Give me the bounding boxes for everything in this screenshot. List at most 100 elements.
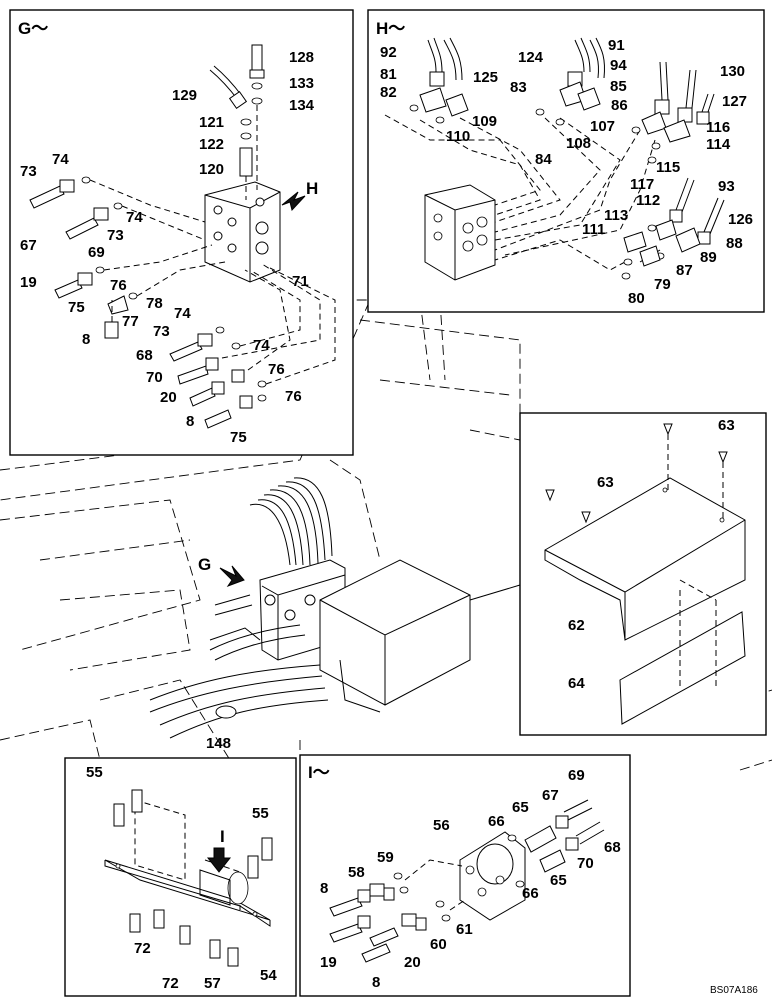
arrow-label-g: G xyxy=(198,555,211,574)
callout-label: 148 xyxy=(206,735,231,752)
callout-label: 19 xyxy=(20,274,37,291)
callout-label: 81 xyxy=(380,66,397,83)
callout-label: 111 xyxy=(582,221,605,238)
callout-label: 80 xyxy=(628,290,645,307)
panel-g-title: G～ xyxy=(18,19,48,38)
callout-label: 84 xyxy=(535,151,552,168)
callout-label: 75 xyxy=(230,429,247,446)
callout-label: 130 xyxy=(720,63,745,80)
callouts-base: 148 55 55 72 72 57 54 xyxy=(86,735,277,992)
callout-label: 115 xyxy=(656,159,680,176)
callout-label: 89 xyxy=(700,249,717,266)
callout-label: 91 xyxy=(608,37,625,54)
panel-h: H～ xyxy=(367,9,765,313)
callout-label: 61 xyxy=(456,921,473,938)
callout-label: 57 xyxy=(204,975,221,992)
callout-label: 117 xyxy=(630,176,654,193)
callout-label: 67 xyxy=(20,237,37,254)
callout-label: 58 xyxy=(348,864,365,881)
callout-label: 56 xyxy=(433,817,450,834)
callout-label: 60 xyxy=(430,936,447,953)
callout-label: 72 xyxy=(134,940,151,957)
callout-label: 19 xyxy=(320,954,337,971)
callout-label: 88 xyxy=(726,235,743,252)
callout-label: 74 xyxy=(126,209,143,226)
callout-label: 92 xyxy=(380,44,397,61)
callout-label: 73 xyxy=(153,323,170,340)
direction-arrow-icon xyxy=(219,565,245,588)
callout-label: 78 xyxy=(146,295,163,312)
main-assembly xyxy=(149,477,521,739)
callout-label: 67 xyxy=(542,787,559,804)
callout-label: 126 xyxy=(728,211,753,228)
callout-label: 54 xyxy=(260,967,277,984)
panel-i: I～ xyxy=(299,754,631,997)
callout-label: 124 xyxy=(518,49,544,66)
direction-arrow-icon xyxy=(206,847,232,873)
callout-label: 8 xyxy=(186,413,194,430)
callout-label: 55 xyxy=(86,764,103,781)
callout-label: 82 xyxy=(380,84,397,101)
callout-label: 116 xyxy=(706,119,730,136)
callout-label: 8 xyxy=(82,331,90,348)
panel-base xyxy=(64,757,297,997)
callout-label: 120 xyxy=(199,161,224,178)
callout-label: 74 xyxy=(253,337,270,354)
callout-label: 112 xyxy=(636,192,660,209)
callout-label: 62 xyxy=(568,617,585,634)
callout-label: 76 xyxy=(110,277,127,294)
callout-label: 87 xyxy=(676,262,693,279)
callout-label: 63 xyxy=(597,474,614,491)
callout-label: 114 xyxy=(706,136,731,153)
callout-label: 69 xyxy=(88,244,105,261)
callout-label: 76 xyxy=(268,361,285,378)
callout-label: 72 xyxy=(162,975,179,992)
callout-label: 133 xyxy=(289,75,314,92)
callout-label: 64 xyxy=(568,675,585,692)
callout-label: 20 xyxy=(160,389,177,406)
callout-label: 65 xyxy=(550,872,567,889)
callout-label: 127 xyxy=(722,93,747,110)
callout-label: 63 xyxy=(718,417,735,434)
callout-label: 107 xyxy=(590,118,615,135)
callout-label: 75 xyxy=(68,299,85,316)
callout-label: 8 xyxy=(372,974,380,991)
callout-label: 93 xyxy=(718,178,735,195)
callout-label: 77 xyxy=(122,313,139,330)
callout-label: 70 xyxy=(146,369,163,386)
callout-label: 73 xyxy=(20,163,37,180)
callout-label: 79 xyxy=(654,276,671,293)
callout-label: 20 xyxy=(404,954,421,971)
callout-label: 108 xyxy=(566,135,591,152)
callout-label: 109 xyxy=(472,113,497,130)
callout-label: 110 xyxy=(446,128,470,145)
callout-label: 83 xyxy=(510,79,527,96)
callout-label: 66 xyxy=(488,813,505,830)
callout-label: 86 xyxy=(611,97,628,114)
panel-cover xyxy=(519,412,767,736)
callout-label: 94 xyxy=(610,57,627,74)
callout-label: 71 xyxy=(292,273,309,290)
panel-h-title: H～ xyxy=(376,19,405,38)
callout-label: 74 xyxy=(174,305,191,322)
callouts-cover: 63 63 62 64 xyxy=(568,417,735,692)
callouts-g: 128 133 134 129 121 122 120 74 73 67 74 … xyxy=(20,49,315,446)
callout-label: 113 xyxy=(604,207,628,224)
callout-label: 85 xyxy=(610,78,627,95)
callout-label: 122 xyxy=(199,136,224,153)
callout-label: 8 xyxy=(320,880,328,897)
arrow-label-h: H xyxy=(306,179,318,198)
callout-label: 69 xyxy=(568,767,585,784)
callout-label: 70 xyxy=(577,855,594,872)
callout-label: 129 xyxy=(172,87,197,104)
callout-label: 66 xyxy=(522,885,539,902)
callouts-i: 69 67 65 66 56 59 58 68 70 8 66 65 61 60… xyxy=(320,767,621,991)
callout-label: 125 xyxy=(473,69,498,86)
callout-label: 59 xyxy=(377,849,394,866)
panel-i-title: I～ xyxy=(308,763,330,782)
callout-label: 76 xyxy=(285,388,302,405)
callout-label: 134 xyxy=(289,97,315,114)
callout-label: 68 xyxy=(604,839,621,856)
callout-label: 73 xyxy=(107,227,124,244)
